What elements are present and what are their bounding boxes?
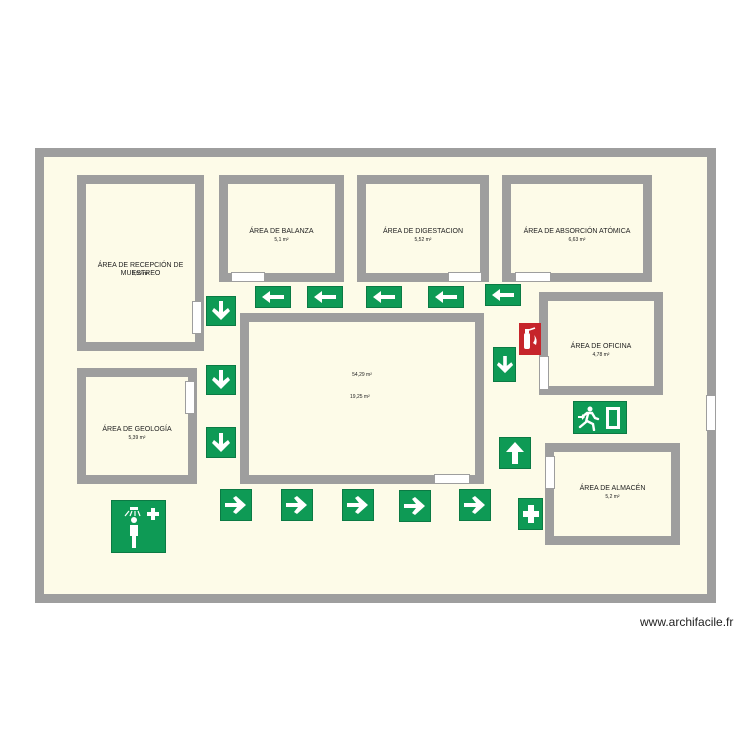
room-oficina[interactable]: ÁREA DE OFICINA 4,78 m²	[539, 292, 663, 395]
door	[515, 272, 551, 282]
room-area: 5,1 m²	[274, 237, 289, 243]
door	[545, 456, 555, 489]
room-area: 5,39 m²	[128, 435, 146, 441]
arrow-down-icon	[493, 347, 516, 382]
door	[539, 356, 549, 390]
room-name: ÁREA DE ABSORCIÓN ATÓMICA	[523, 228, 631, 235]
arrow-down-icon	[206, 296, 236, 326]
room-area: 54,29 m²	[352, 372, 372, 378]
door	[434, 474, 470, 484]
room-digestacion[interactable]: ÁREA DE DIGESTACION 5,52 m²	[357, 175, 489, 282]
room-name: ÁREA DE BALANZA	[249, 228, 314, 235]
room-geologia[interactable]: ÁREA DE GEOLOGÍA 5,39 m²	[77, 368, 197, 484]
arrow-down-icon	[206, 427, 236, 458]
room-area: 6,63 m²	[568, 237, 586, 243]
arrow-right-icon	[281, 489, 313, 521]
safety-shower-icon	[111, 500, 166, 553]
arrow-right-icon	[459, 489, 491, 521]
room-name: ÁREA DE ALMACÉN	[579, 485, 646, 492]
first-aid-cross-icon	[518, 498, 543, 530]
emergency-exit-icon	[573, 401, 627, 434]
arrow-left-icon	[485, 284, 521, 306]
room-name: ÁREA DE RECEPCIÓN DE MUESTREO	[97, 262, 184, 278]
arrow-down-icon	[206, 365, 236, 395]
door	[448, 272, 482, 282]
room-area: 4,78 m²	[592, 352, 610, 358]
room-area: 5,52 m²	[414, 237, 432, 243]
arrow-right-icon	[342, 489, 374, 521]
room-area: 9,59 m²	[132, 271, 149, 277]
room-absorcion[interactable]: ÁREA DE ABSORCIÓN ATÓMICA 6,63 m²	[502, 175, 652, 282]
arrow-left-icon	[255, 286, 291, 308]
corridor-area: 19,25 m²	[350, 394, 370, 400]
room-name: ÁREA DE OFICINA	[570, 343, 632, 350]
arrow-right-icon	[220, 489, 252, 521]
fire-extinguisher-icon	[519, 323, 541, 355]
room-balanza[interactable]: ÁREA DE BALANZA 5,1 m²	[219, 175, 344, 282]
door	[231, 272, 265, 282]
arrow-left-icon	[366, 286, 402, 308]
exterior-door	[706, 395, 716, 431]
room-almacen[interactable]: ÁREA DE ALMACÉN 5,2 m²	[545, 443, 680, 545]
arrow-left-icon	[428, 286, 464, 308]
arrow-left-icon	[307, 286, 343, 308]
room-name: ÁREA DE GEOLOGÍA	[102, 426, 172, 433]
door	[185, 381, 195, 414]
room-recepcion[interactable]: ÁREA DE RECEPCIÓN DE MUESTREO 9,59 m²	[77, 175, 204, 351]
room-central[interactable]: 54,29 m²	[240, 313, 484, 484]
room-name: ÁREA DE DIGESTACION	[383, 228, 463, 235]
room-area: 5,2 m²	[605, 494, 620, 500]
door	[192, 301, 202, 334]
arrow-up-icon	[499, 437, 531, 469]
watermark: www.archifacile.fr	[640, 615, 734, 629]
arrow-right-icon	[399, 490, 431, 522]
